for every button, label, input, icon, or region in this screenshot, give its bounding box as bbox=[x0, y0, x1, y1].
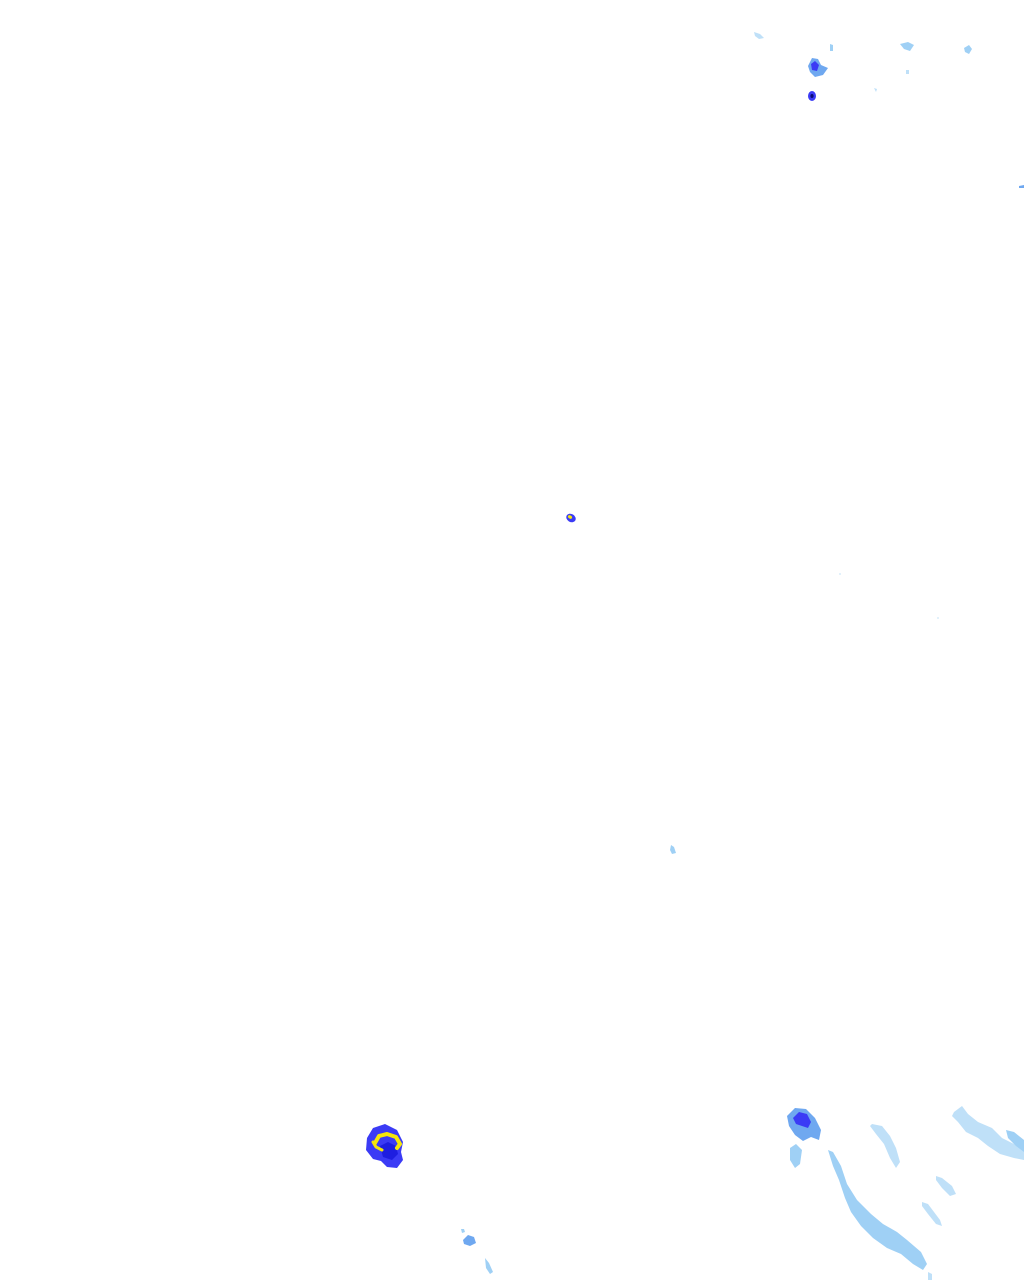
rain-cell-group-southeast bbox=[787, 1106, 1024, 1280]
rain-cell bbox=[828, 1150, 927, 1270]
rain-cell bbox=[1019, 185, 1024, 188]
rain-cell bbox=[928, 1272, 932, 1280]
rain-cell-heavy bbox=[793, 1112, 811, 1128]
rain-cell bbox=[839, 573, 841, 575]
rain-cell-group-north bbox=[754, 32, 1024, 188]
rain-cell-core bbox=[810, 94, 814, 98]
rain-cell bbox=[754, 32, 764, 39]
rain-cell-intense bbox=[371, 1140, 384, 1152]
rain-cell bbox=[485, 1258, 493, 1274]
rain-cell-intense bbox=[567, 515, 573, 519]
rain-cell bbox=[830, 44, 833, 51]
rain-cell bbox=[964, 45, 972, 54]
rain-cell bbox=[936, 1176, 956, 1196]
rain-cell bbox=[922, 1202, 942, 1226]
rain-cell-intense bbox=[373, 1132, 402, 1150]
rain-cell bbox=[461, 1229, 465, 1233]
rain-cell bbox=[900, 42, 914, 51]
rain-cell bbox=[1006, 1130, 1024, 1152]
rain-cell-very-heavy bbox=[380, 1142, 398, 1160]
rain-cell-group-center bbox=[566, 513, 939, 854]
rain-cell bbox=[790, 1144, 802, 1168]
rain-cell bbox=[937, 617, 939, 619]
rain-cell bbox=[952, 1106, 1024, 1160]
rain-cell-heavy bbox=[811, 61, 819, 71]
rain-cell bbox=[670, 845, 676, 854]
rain-cell bbox=[874, 88, 877, 92]
rain-cell bbox=[463, 1235, 476, 1246]
rain-cell bbox=[870, 1124, 900, 1168]
rain-cell-group-southwest bbox=[366, 1124, 493, 1274]
rain-cell bbox=[906, 70, 909, 74]
